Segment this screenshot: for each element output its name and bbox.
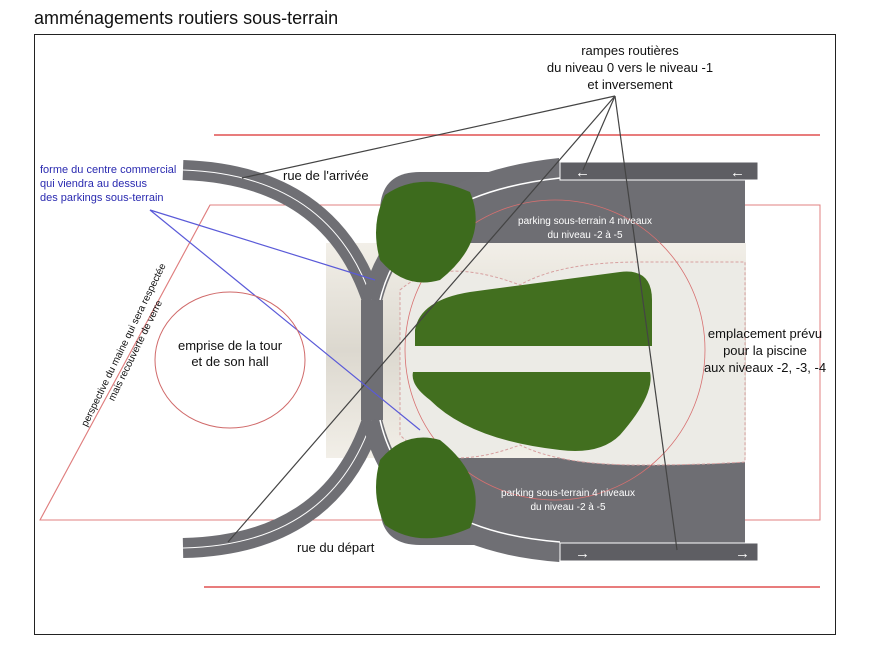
parking-bottom-label: parking sous-terrain 4 niveaux du niveau… xyxy=(501,488,635,513)
arrow-ramp-top-right: ← xyxy=(730,164,745,181)
arrival-street-label: rue de l'arrivée xyxy=(283,168,369,183)
ramp-bottom xyxy=(559,542,759,562)
mall-leader-lines xyxy=(149,209,421,431)
mall-label: forme du centre commercial qui viendra a… xyxy=(40,164,177,204)
green-lawn-lower xyxy=(412,372,651,451)
arrow-ramp-top-left: ← xyxy=(575,164,590,181)
diagram-title: amménagements routiers sous-terrain xyxy=(34,8,339,28)
arrow-ramp-bottom-left: → xyxy=(575,545,590,562)
road-departure-arc-edge xyxy=(182,419,373,549)
green-lawn-upper xyxy=(415,271,652,346)
pool-circle-outline xyxy=(404,199,706,501)
pool-label: emplacement prévu pour la piscine aux ni… xyxy=(703,326,827,375)
ramps-label: rampes routières du niveau 0 vers le niv… xyxy=(546,43,714,92)
road-arrival-arc-edge xyxy=(182,169,373,301)
arrow-ramp-bottom-right: → xyxy=(735,545,750,562)
garden-top xyxy=(376,181,476,283)
perspective-ray-top xyxy=(39,204,211,521)
departure-street-label: rue du départ xyxy=(297,540,375,555)
tower-label: emprise de la tour et de son hall xyxy=(177,338,283,369)
ramp-top xyxy=(559,161,759,181)
diagram-frame xyxy=(34,34,836,635)
parking-top-label: parking sous-terrain 4 niveaux du niveau… xyxy=(518,216,652,241)
ramps-leader-lines xyxy=(227,95,678,551)
garden-bottom xyxy=(376,437,476,539)
tower-footprint xyxy=(154,291,306,429)
